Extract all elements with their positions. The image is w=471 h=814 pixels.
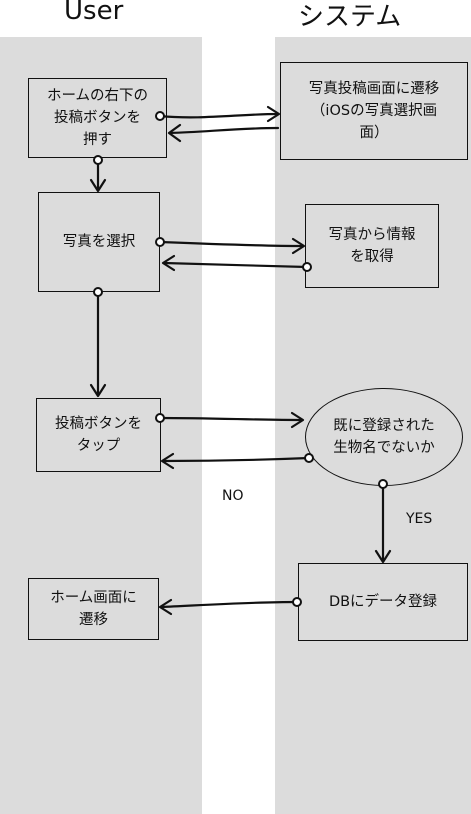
arrowhead-select-to-tap [89,383,107,398]
system-lane-title: システム [298,2,402,32]
connector-dot-5 [93,287,103,297]
arrowhead-press-to-select [89,178,107,193]
tap-post-node: 投稿ボタンを タップ [36,398,161,472]
db-register-node: DBにデータ登録 [298,563,468,641]
arrowhead-db-to-home [158,598,173,616]
photo-screen-node: 写真投稿画面に遷移 （iOSの写真選択画 面） [280,62,468,160]
connector-dot-4 [302,262,312,272]
connector-dot-2 [93,155,103,165]
edge-tap-to-check [158,416,304,422]
arrowhead-check-to-db [374,549,392,564]
arrowhead-press-to-screen [266,105,281,123]
user-lane-title: User [64,0,124,26]
connector-dot-7 [304,453,314,463]
arrowhead-info-to-select [161,254,176,272]
arrowhead-tap-to-check [290,411,305,429]
connector-dot-8 [378,479,388,489]
edge-screen-to-press [168,126,280,135]
edge-info-to-select [162,261,309,269]
connector-dot-6 [155,413,165,423]
arrowhead-select-to-info [291,237,306,255]
edge-check-to-tap [161,456,311,463]
connector-dot-3 [155,237,165,247]
select-photo-node: 写真を選択 [38,192,160,292]
arrowhead-check-to-tap [160,452,175,470]
no-label: NO [222,488,244,504]
connector-dot-9 [292,597,302,607]
edge-press-to-screen [158,112,280,119]
edge-select-to-info [158,240,305,248]
connector-dot-1 [155,111,165,121]
go-home-node: ホーム画面に 遷移 [28,578,159,640]
get-info-node: 写真から情報 を取得 [305,204,439,288]
press-post-button-node: ホームの右下の 投稿ボタンを 押す [28,78,167,158]
yes-label: YES [406,511,433,527]
arrowhead-screen-to-press [167,123,182,143]
check-registered-node: 既に登録された 生物名でないか [305,388,463,486]
edge-db-to-home [159,600,299,609]
